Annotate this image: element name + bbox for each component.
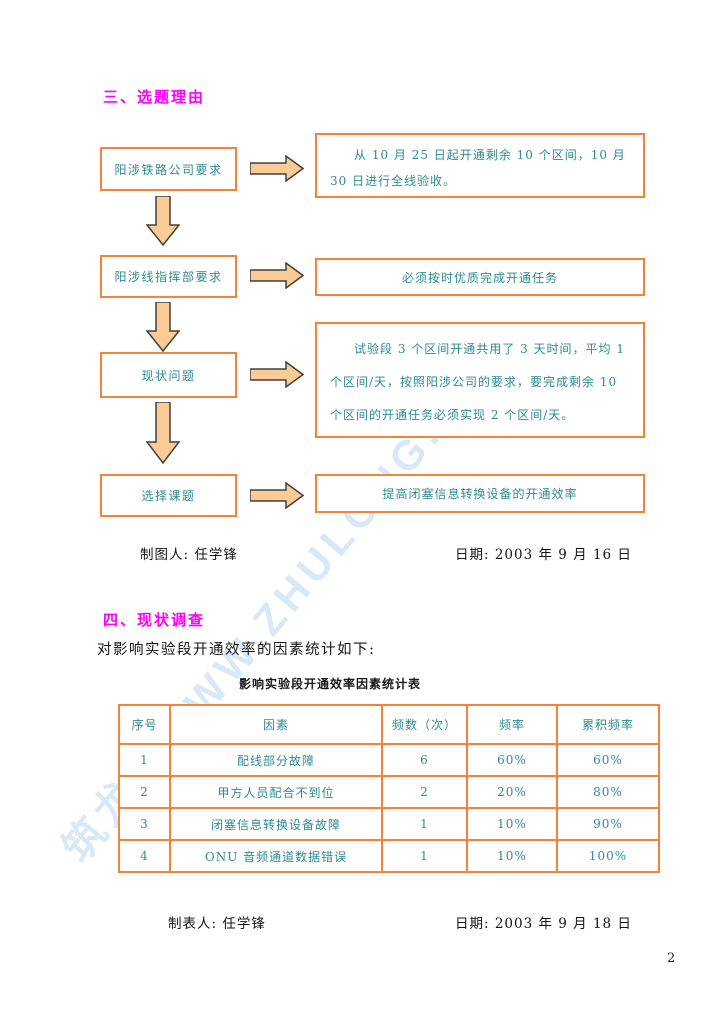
table-cell: 4 — [118, 839, 171, 873]
table-cell: ONU 音频通道数据错误 — [169, 839, 383, 873]
flow-box-label: 选择课题 — [141, 489, 196, 503]
down-arrow-icon — [145, 401, 181, 465]
flow-detail-current-problem: 试验段 3 个区间开通共用了 3 天时间，平均 1 个区间/天，按照阳涉公司的要… — [315, 322, 645, 438]
table-date-label: 日期: 2003 年 9 月 18 日 — [455, 916, 632, 932]
table-header-row: 序号 因素 频数（次） 频率 累积频率 — [118, 704, 660, 745]
table-row: 2 甲方人员配合不到位 2 20% 80% — [118, 775, 660, 809]
diagram-maker-label: 制图人: 任学锋 — [140, 547, 238, 563]
table-cell: 90% — [556, 807, 660, 841]
table-cell: 1 — [381, 807, 468, 841]
flow-detail-company-requirement: 从 10 月 25 日起开通剩余 10 个区间，10 月 30 日进行全线验收。 — [315, 133, 645, 198]
flow-detail-text: 必须按时优质完成开通任务 — [401, 270, 558, 285]
table-cell: 1 — [118, 743, 171, 777]
flow-box-label: 阳涉线指挥部要求 — [114, 270, 223, 284]
down-arrow-icon — [145, 301, 181, 353]
page-number: 2 — [667, 951, 676, 966]
table-header-cell: 因素 — [169, 704, 383, 745]
flow-detail-text: 试验段 3 个区间开通共用了 3 天时间，平均 1 个区间/天，按照阳涉公司的要… — [330, 342, 625, 422]
table-cell: 配线部分故障 — [169, 743, 383, 777]
table-cell: 甲方人员配合不到位 — [169, 775, 383, 809]
table-cell: 2 — [381, 775, 468, 809]
table-title: 影响实验段开通效率因素统计表 — [238, 677, 421, 691]
factor-statistics-table: 序号 因素 频数（次） 频率 累积频率 1 配线部分故障 6 60% 60% 2… — [118, 704, 660, 873]
right-arrow-icon — [249, 154, 305, 183]
right-arrow-icon — [249, 261, 305, 290]
table-row: 4 ONU 音频通道数据错误 1 10% 100% — [118, 839, 660, 873]
table-header-cell: 频率 — [466, 704, 558, 745]
table-cell: 80% — [556, 775, 660, 809]
flow-box-company-requirement: 阳涉铁路公司要求 — [100, 147, 237, 191]
flow-detail-hq-requirement: 必须按时优质完成开通任务 — [315, 258, 645, 296]
table-cell: 60% — [556, 743, 660, 777]
down-arrow-icon — [145, 195, 181, 247]
table-maker-label: 制表人: 任学锋 — [168, 916, 266, 932]
diagram-date-label: 日期: 2003 年 9 月 16 日 — [455, 547, 632, 563]
table-cell: 2 — [118, 775, 171, 809]
right-arrow-icon — [249, 481, 305, 510]
right-arrow-icon — [249, 360, 305, 389]
flow-detail-text: 提高闭塞信息转换设备的开通效率 — [382, 487, 578, 501]
table-cell: 1 — [381, 839, 468, 873]
section4-heading: 四、现状调查 — [103, 612, 206, 629]
table-header-cell: 累积频率 — [556, 704, 660, 745]
flow-box-current-problem: 现状问题 — [100, 352, 237, 398]
table-header-cell: 频数（次） — [381, 704, 468, 745]
table-row: 1 配线部分故障 6 60% 60% — [118, 743, 660, 777]
survey-intro-text: 对影响实验段开通效率的因素统计如下: — [97, 642, 376, 658]
table-cell: 20% — [466, 775, 558, 809]
section3-heading: 三、选题理由 — [103, 89, 206, 106]
table-cell: 闭塞信息转换设备故障 — [169, 807, 383, 841]
table-cell: 100% — [556, 839, 660, 873]
flow-box-label: 阳涉铁路公司要求 — [114, 162, 223, 177]
table-cell: 10% — [466, 807, 558, 841]
table-cell: 60% — [466, 743, 558, 777]
flow-box-label: 现状问题 — [141, 368, 196, 383]
flow-box-hq-requirement: 阳涉线指挥部要求 — [100, 255, 237, 298]
table-cell: 10% — [466, 839, 558, 873]
table-cell: 6 — [381, 743, 468, 777]
flow-box-topic-selection: 选择课题 — [100, 474, 237, 517]
table-row: 3 闭塞信息转换设备故障 1 10% 90% — [118, 807, 660, 841]
flow-detail-topic: 提高闭塞信息转换设备的开通效率 — [315, 474, 645, 513]
table-cell: 3 — [118, 807, 171, 841]
table-header-cell: 序号 — [118, 704, 171, 745]
flow-detail-text: 从 10 月 25 日起开通剩余 10 个区间，10 月 30 日进行全线验收。 — [330, 148, 626, 188]
